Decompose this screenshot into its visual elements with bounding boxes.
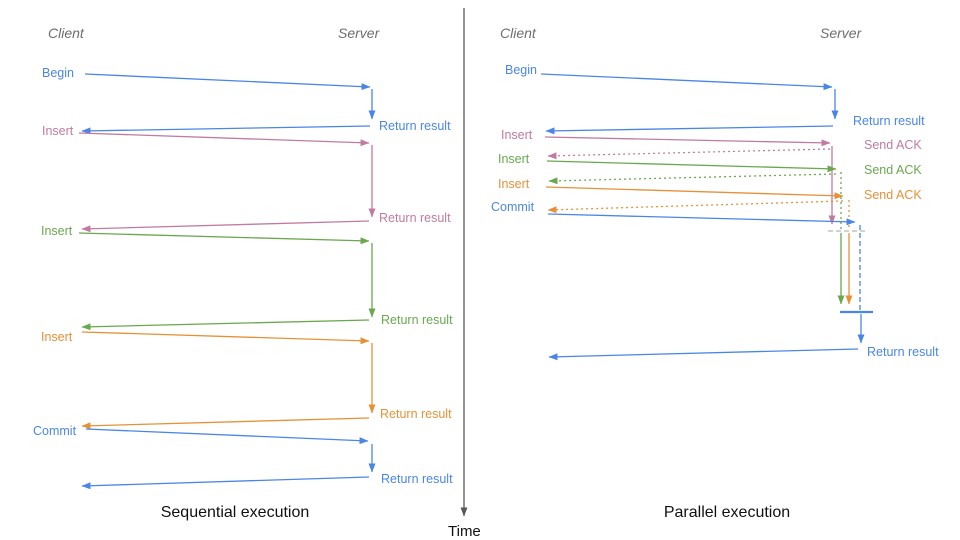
seq-server-heading: Server	[338, 25, 380, 41]
par-commit-response-label: Return result	[867, 344, 939, 359]
seq-insert3-label: Insert	[41, 329, 73, 344]
par-begin-label: Begin	[505, 62, 537, 77]
seq-insert2-label: Insert	[41, 223, 73, 238]
par-insert1-ack-label: Send ACK	[864, 137, 922, 152]
seq-commit-response-arrow	[81, 476, 370, 490]
par-insert1-ack-arrow	[547, 148, 831, 160]
par-panel-caption: Parallel execution	[663, 504, 791, 521]
seq-insert2-response-label: Return result	[381, 312, 453, 327]
seq-commit-request-arrow	[85, 428, 369, 445]
seq-commit-response-label: Return result	[381, 471, 453, 486]
time-axis-label: Time	[448, 523, 481, 540]
par-commit-response-arrow	[548, 348, 859, 361]
par-begin-response-arrow	[545, 125, 834, 135]
par-insert3-ack-arrow	[547, 200, 844, 214]
par-begin-response-label: Return result	[853, 113, 925, 128]
seq-insert3-response-label: Return result	[380, 406, 452, 421]
seq-insert1-label: Insert	[42, 123, 74, 138]
par-begin-request-arrow	[540, 73, 833, 91]
par-insert3-label: Insert	[498, 176, 530, 191]
seq-insert1-request-arrow	[78, 132, 370, 147]
par-insert2-label: Insert	[498, 151, 530, 166]
par-insert3-request-arrow	[545, 186, 844, 200]
par-client-heading: Client	[500, 25, 536, 41]
par-commit-label: Commit	[491, 199, 535, 214]
par-server-heading: Server	[820, 25, 862, 41]
seq-client-heading: Client	[48, 25, 84, 41]
seq-insert2-response-arrow	[81, 319, 370, 331]
seq-begin-label: Begin	[42, 65, 74, 80]
par-insert1-label: Insert	[501, 127, 533, 142]
seq-insert1-response-arrow	[81, 220, 370, 233]
par-insert2-ack-label: Send ACK	[864, 162, 922, 177]
seq-insert3-request-arrow	[81, 331, 370, 345]
seq-panel-caption: Sequential execution	[160, 504, 310, 521]
parallel-panel-lines	[540, 73, 873, 361]
seq-insert2-request-arrow	[78, 232, 370, 245]
sequential-panel-lines	[78, 73, 376, 490]
seq-insert1-response-label: Return result	[379, 210, 451, 225]
seq-begin-request-arrow	[84, 73, 371, 91]
seq-begin-response-label: Return result	[379, 118, 451, 133]
par-insert2-request-arrow	[546, 160, 837, 173]
seq-commit-label: Commit	[33, 423, 77, 438]
seq-begin-response-arrow	[81, 125, 371, 135]
par-insert2-ack-arrow	[548, 173, 837, 185]
par-commit-request-arrow	[547, 213, 856, 226]
seq-insert3-response-arrow	[81, 417, 370, 430]
par-insert1-request-arrow	[544, 136, 831, 147]
par-insert3-ack-label: Send ACK	[864, 187, 922, 202]
